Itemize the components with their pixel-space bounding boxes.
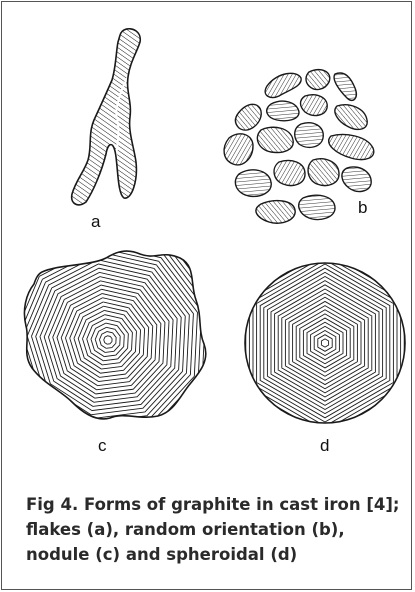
caption-line-2: flakes (a), random orientation (b), xyxy=(26,517,406,542)
panel-d-label: d xyxy=(320,436,329,456)
panel-c-nodule-graphite xyxy=(20,244,212,424)
sector-4 xyxy=(240,258,321,428)
panel-d-spheroidal-graphite xyxy=(240,258,410,428)
sector-3 xyxy=(240,291,410,428)
caption-line-1: Fig 4. Forms of graphite in cast iron [4… xyxy=(26,492,406,517)
panel-a-flake-graphite xyxy=(32,22,172,212)
sector-8 xyxy=(33,244,212,424)
panel-c-label: c xyxy=(98,436,107,456)
sector-4 xyxy=(20,244,143,424)
figure-caption: Fig 4. Forms of graphite in cast iron [4… xyxy=(26,492,406,567)
panel-a-label: a xyxy=(91,212,100,232)
caption-line-3: nodule (c) and spheroidal (d) xyxy=(26,542,406,567)
sector-1 xyxy=(329,258,410,428)
panel-b-label: b xyxy=(358,198,367,218)
sector-5 xyxy=(240,258,410,395)
